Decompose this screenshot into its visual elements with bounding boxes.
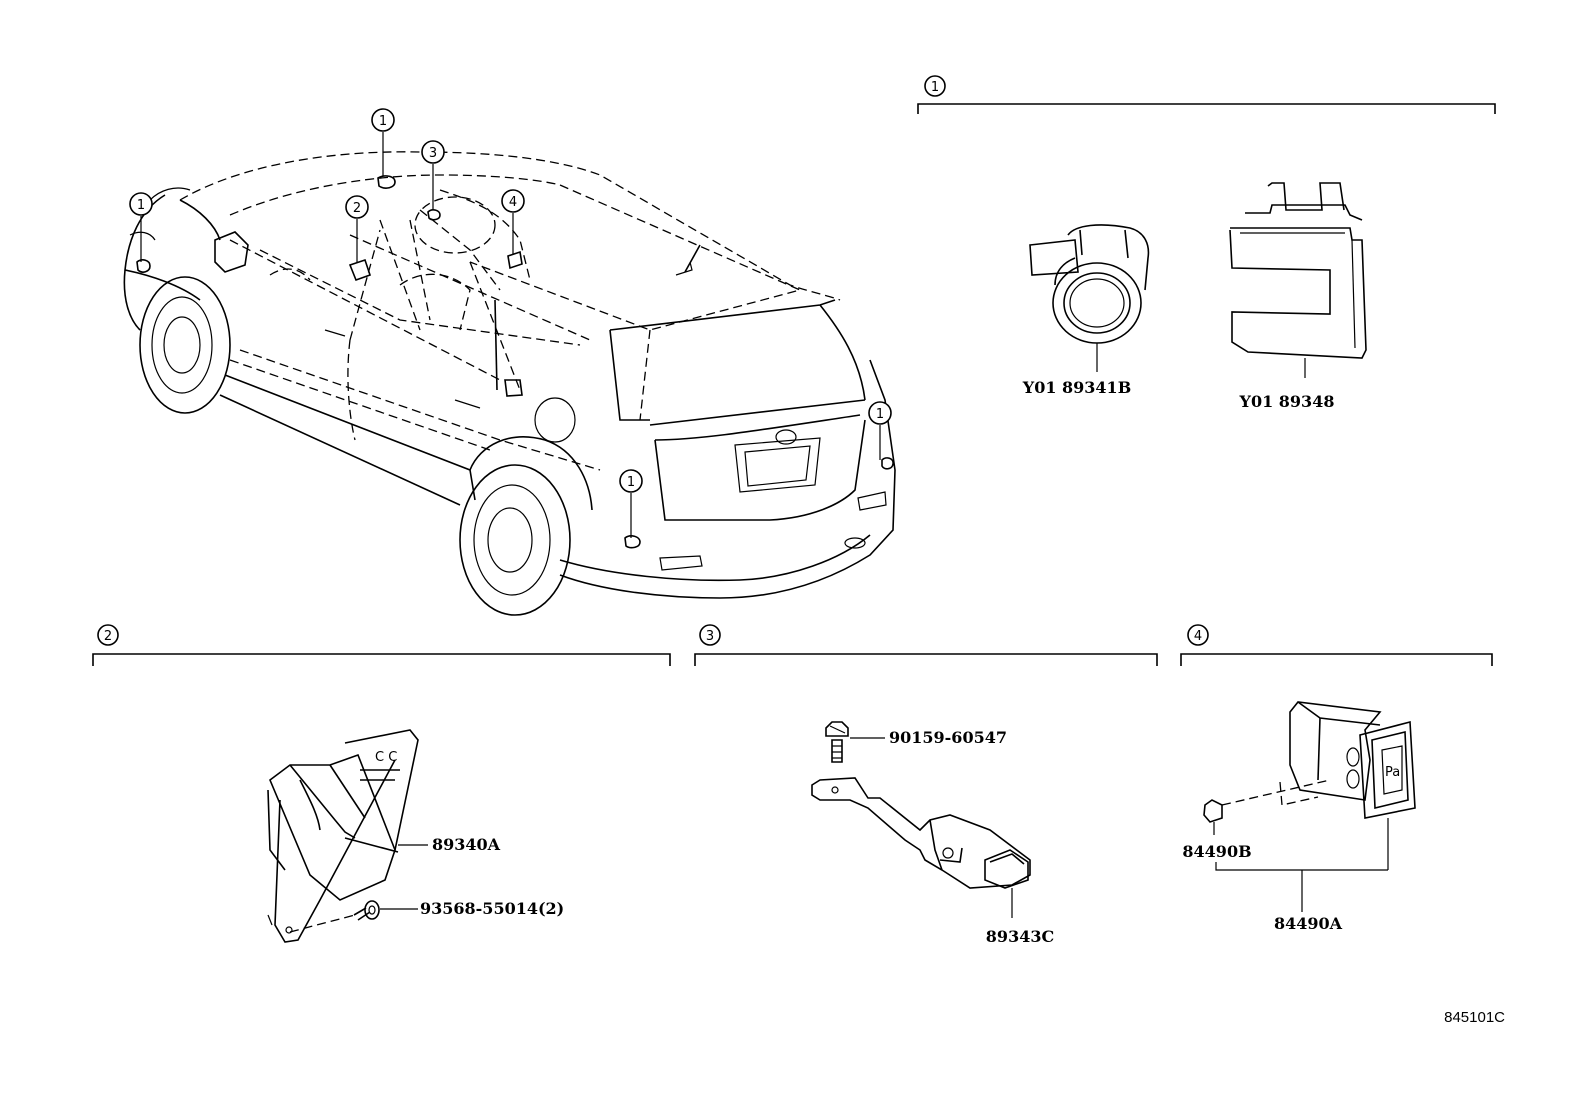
svg-text:3: 3 — [706, 629, 714, 644]
switch-84490-drawing: Pa — [1221, 701, 1416, 870]
clip-84490b-drawing — [1203, 799, 1223, 835]
callout-3-car: 3 — [421, 140, 445, 164]
svg-text:4: 4 — [509, 195, 517, 210]
assembly-leader — [1215, 862, 1388, 912]
part-label-84490b: 84490B — [1182, 842, 1251, 861]
callout-1-rear-bumper: 1 — [619, 469, 643, 493]
callout-1-rear-corner: 1 — [868, 401, 892, 425]
part-label-93568-55014: 93568-55014(2) — [420, 899, 564, 918]
callout-1-roof: 1 — [371, 108, 395, 132]
part-label-90159-60547: 90159-60547 — [889, 728, 1007, 747]
sensor-retainer-drawing — [1229, 182, 1367, 378]
screw-93568-drawing — [289, 900, 418, 933]
svg-text:3: 3 — [429, 146, 437, 161]
section-1-bracket — [917, 103, 1496, 114]
section-4: 4 Pa 84490B 84490A — [1180, 624, 1493, 933]
svg-text:1: 1 — [627, 475, 635, 490]
switch-face-label: Pa — [1385, 765, 1400, 780]
sensor-89343-drawing — [811, 777, 1031, 918]
section-3-callout: 3 — [699, 624, 721, 646]
svg-text:1: 1 — [379, 114, 387, 129]
part-label-y01-89341b: Y01 89341B — [1022, 378, 1131, 397]
svg-text:4: 4 — [1194, 629, 1202, 644]
svg-text:1: 1 — [137, 198, 145, 213]
section-1: 1 Y01 89341B Y01 89348 — [917, 75, 1496, 411]
part-label-y01-89348: Y01 89348 — [1239, 392, 1335, 411]
svg-text:1: 1 — [876, 407, 884, 422]
callout-2-car: 2 — [345, 195, 369, 219]
section-2-bracket — [92, 653, 671, 666]
section-2: 2 C C 89340A 93568-5501 — [92, 624, 671, 943]
bolt-90159-drawing — [825, 721, 885, 763]
vehicle-illustration: 1 1 2 3 4 1 1 — [123, 108, 896, 616]
callout-1-front: 1 — [129, 192, 153, 216]
part-label-89340a: 89340A — [432, 835, 501, 854]
callout-4-car: 4 — [501, 189, 525, 213]
section-4-callout: 4 — [1187, 624, 1209, 646]
part-label-84490a: 84490A — [1274, 914, 1343, 933]
part-label-89343c: 89343C — [986, 927, 1054, 946]
control-unit-drawing: C C — [267, 729, 428, 943]
svg-text:2: 2 — [353, 201, 361, 216]
svg-text:1: 1 — [931, 80, 939, 95]
section-3-bracket — [694, 653, 1158, 666]
section-1-callout: 1 — [924, 75, 946, 97]
section-2-callout: 2 — [97, 624, 119, 646]
section-4-bracket — [1180, 653, 1493, 666]
bracket-marking: C C — [375, 750, 397, 765]
svg-text:2: 2 — [104, 629, 112, 644]
section-3: 3 90159-60547 89343C — [694, 624, 1158, 946]
figure-code: 845101C — [1444, 1009, 1505, 1026]
ultrasonic-sensor-drawing — [1029, 224, 1150, 372]
